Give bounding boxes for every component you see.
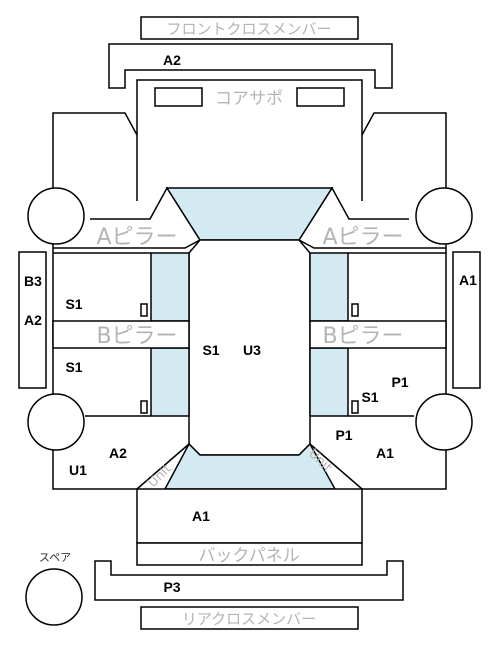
rear-member-code: P3: [163, 579, 180, 595]
front-left-room-code: S1: [65, 296, 82, 312]
wheel-rear-left: [27, 393, 85, 451]
side-bars: [18, 251, 481, 389]
rear-member-bracket: P3: [94, 560, 404, 601]
core-support: コアサポ: [136, 79, 363, 113]
wheel-front-right: [415, 187, 473, 245]
right-side-bar: [452, 251, 481, 389]
front-member-code: A2: [163, 52, 181, 68]
rear-left-room-code: S1: [65, 359, 82, 375]
front-cross-member-label: フロントクロスメンバー: [166, 20, 331, 38]
a-pillar-left-label: Aピラー: [96, 225, 177, 250]
wheels: [27, 187, 473, 451]
b-pillar-left-label: Bピラー: [96, 324, 177, 349]
front-member-bracket: A2: [108, 43, 393, 89]
wheel-front-left: [27, 187, 85, 245]
a-pillars: Aピラー Aピラー: [53, 186, 446, 250]
b-pillars: Bピラー Bピラー: [52, 320, 447, 349]
door-handle: [351, 400, 359, 414]
rear-cross-member-label: リアクロスメンバー: [182, 610, 316, 628]
center-s-code: S1: [202, 342, 219, 358]
center-u-code: U3: [243, 342, 261, 358]
side-windows: [150, 252, 349, 417]
door-handle: [351, 303, 359, 317]
spare-label: スペア: [39, 551, 71, 564]
rear-right-s-code: S1: [361, 389, 378, 405]
body-sides: [52, 250, 447, 417]
trunk: バックパネル: [136, 488, 363, 566]
front-fenders: [52, 112, 447, 250]
damage-codes: B3 A2 A1 S1 S1 S1 U3 S1 P1 P1 A1 A2 U1 A…: [24, 272, 477, 524]
rear-cross-member: リアクロスメンバー: [140, 606, 359, 630]
front-cross-member: フロントクロスメンバー: [140, 16, 359, 40]
rear-quarters: [52, 443, 447, 490]
door-handle: [140, 400, 148, 414]
back-panel-label: バックパネル: [198, 546, 299, 566]
spare-wheel: [25, 568, 83, 626]
wheel-rear-right: [415, 393, 473, 451]
core-support-label: コアサポ: [215, 89, 283, 109]
rear-left-a-code: A2: [109, 445, 127, 461]
windshield: [165, 187, 334, 241]
right-side-code: A1: [459, 272, 477, 288]
rear-left-u-code: U1: [69, 462, 87, 478]
spare-tire: スペア: [25, 551, 83, 626]
rear-right-p-upper-code: P1: [391, 374, 408, 390]
left-side-bottom-code: A2: [24, 312, 42, 328]
b-pillar-right-label: Bピラー: [322, 324, 403, 349]
rear-right-a-code: A1: [376, 445, 394, 461]
left-side-bar: [18, 251, 47, 389]
left-side-top-code: B3: [24, 273, 42, 289]
door-handle: [140, 303, 148, 317]
a-pillar-right-label: Aピラー: [322, 225, 403, 250]
rear-right-p-lower-code: P1: [335, 427, 352, 443]
back-floor-code: A1: [192, 508, 210, 524]
